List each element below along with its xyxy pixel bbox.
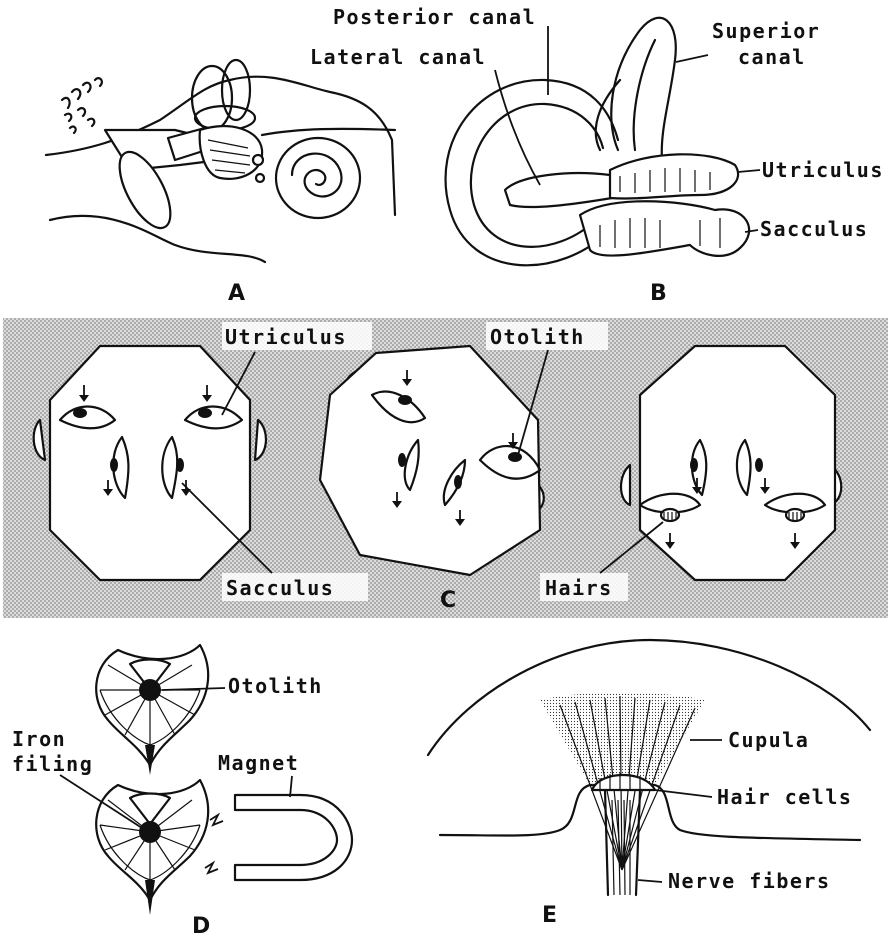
- panel-d-letter: D: [192, 914, 210, 935]
- label-utriculus-c: Utriculus: [225, 325, 347, 349]
- cupula-fan: [540, 693, 705, 786]
- label-lateral-canal: Lateral canal: [310, 45, 486, 69]
- label-sacculus-c: Sacculus: [226, 576, 334, 600]
- panel-c: Utriculus Otolith Sacculus Hairs C: [3, 318, 888, 618]
- cochlea: [292, 154, 341, 197]
- label-otolith-d: Otolith: [228, 674, 323, 698]
- panel-e-letter: E: [542, 903, 557, 928]
- lateral-canal-shape: [505, 173, 612, 207]
- superior-canal-shape: [611, 18, 676, 160]
- canal-a2: [222, 60, 250, 120]
- panel-a: A: [46, 60, 395, 306]
- label-hair-cells: Hair cells: [717, 785, 852, 809]
- sacculus-shape: [580, 201, 749, 256]
- label-iron-2: filing: [12, 752, 93, 776]
- label-sacculus-b: Sacculus: [760, 217, 868, 241]
- label-iron-1: Iron: [12, 727, 66, 751]
- label-superior-canal-2: canal: [738, 45, 806, 69]
- otolith-dot: [139, 679, 161, 701]
- label-cupula: Cupula: [728, 728, 809, 752]
- label-nerve-fibers: Nerve fibers: [668, 869, 831, 893]
- panel-b-letter: B: [650, 281, 667, 306]
- magnet-shape: [235, 795, 352, 880]
- otolith-organ-lower: [96, 780, 208, 915]
- label-hairs-c: Hairs: [545, 576, 613, 600]
- panel-b: Posterior canal Lateral canal Superior c…: [310, 5, 884, 306]
- vestibule: [200, 126, 262, 179]
- auditory-nerve: [262, 129, 395, 135]
- otolith-organ-upper: [96, 645, 208, 775]
- label-otolith-c: Otolith: [490, 325, 585, 349]
- label-posterior-canal: Posterior canal: [333, 5, 536, 29]
- label-superior-canal-1: Superior: [712, 19, 820, 43]
- panel-a-letter: A: [228, 281, 245, 306]
- panel-c-letter: C: [440, 588, 456, 613]
- label-magnet: Magnet: [218, 751, 299, 775]
- panel-d: Otolith Iron filing Magnet D: [12, 645, 352, 935]
- head-upright: [34, 346, 266, 580]
- canal-a1: [192, 66, 232, 130]
- utriculus-shape: [610, 154, 738, 198]
- hair-strokes: [62, 78, 102, 133]
- iron-filing-dot: [139, 821, 161, 843]
- label-utriculus-b: Utriculus: [762, 158, 884, 182]
- panel-e: Cupula Hair cells Nerve fibers E: [428, 640, 870, 928]
